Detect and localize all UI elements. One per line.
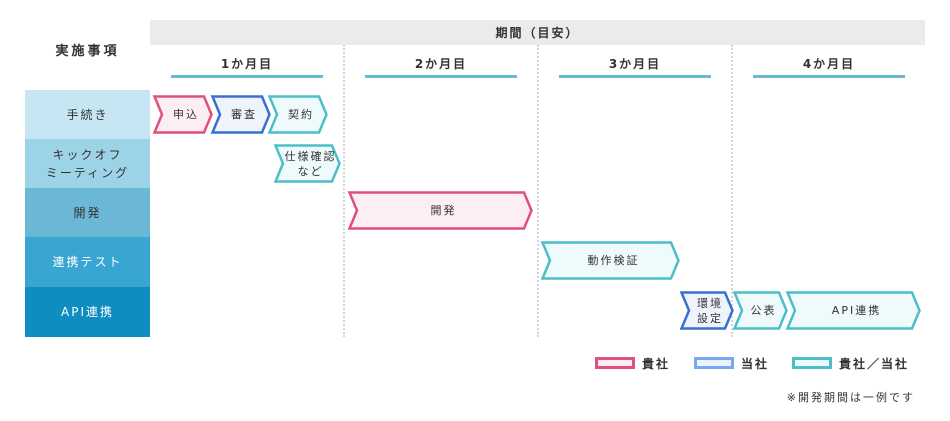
bar-label: 申込	[173, 108, 199, 121]
legend-swatch-client	[595, 357, 635, 369]
chevron-shape	[347, 191, 533, 230]
month-1-label: 1か月目	[220, 57, 274, 71]
bar-contract: 契約	[267, 95, 328, 134]
chevron-shape	[267, 95, 328, 134]
month-4-underline	[753, 75, 905, 78]
chevron-shape	[679, 291, 734, 330]
chevron-shape	[785, 291, 921, 330]
month-divider	[731, 45, 733, 337]
footnote: ※開発期間は一例です	[786, 391, 915, 404]
row-label: API連携	[61, 305, 114, 319]
month-2-label: 2か月目	[414, 57, 468, 71]
month-1-underline	[171, 75, 323, 78]
bar-application: 申込	[152, 95, 213, 134]
month-divider	[537, 45, 539, 337]
month-divider	[343, 45, 345, 337]
chevron-shape	[152, 95, 213, 134]
chevron-shape	[732, 291, 788, 330]
bar-label: 公表	[750, 304, 777, 317]
chevron-shape	[210, 95, 271, 134]
bar-operation-check: 動作検証	[540, 241, 680, 280]
row-procedures: 手続き	[25, 90, 150, 139]
legend-swatch-both	[792, 357, 832, 369]
bar-spec-confirmation: 仕様確認 など	[273, 144, 341, 183]
row-api-integration: API連携	[25, 287, 150, 337]
legend-label-us: 当社	[741, 357, 770, 371]
row-kickoff: キックオフ ミーティング	[25, 139, 150, 188]
legend-swatch-us	[694, 357, 734, 369]
bar-label: 動作検証	[587, 254, 640, 267]
chevron-shape	[273, 144, 341, 183]
chevron-shape	[540, 241, 680, 280]
month-3-label: 3か月目	[608, 57, 662, 71]
row-label: 手続き	[66, 107, 109, 122]
bar-label: 開発	[430, 204, 457, 217]
row-label: 連携テスト	[52, 255, 123, 269]
row-development: 開発	[25, 188, 150, 237]
bar-label: 仕様確認 など	[284, 149, 337, 178]
row-label: 開発	[73, 205, 102, 220]
month-3-underline	[559, 75, 711, 78]
bar-label: 審査	[231, 108, 257, 121]
bar-review: 審査	[210, 95, 271, 134]
row-integration-test: 連携テスト	[25, 237, 150, 287]
bar-development: 開発	[347, 191, 533, 230]
bar-environment-setup: 環境 設定	[679, 291, 734, 330]
bar-api-integration: API連携	[785, 291, 921, 330]
bar-label: API連携	[831, 304, 882, 317]
legend-label-client: 貴社	[642, 357, 671, 371]
bar-release: 公表	[732, 291, 788, 330]
tasks-header: 実施事項	[55, 44, 120, 59]
period-header: 期間（目安）	[150, 20, 925, 45]
bar-label: 環境 設定	[697, 296, 723, 325]
legend-label-both: 貴社／当社	[839, 357, 910, 371]
bar-label: 契約	[288, 108, 314, 121]
row-label: キックオフ ミーティング	[45, 147, 130, 180]
month-2-underline	[365, 75, 517, 78]
month-4-label: 4か月目	[802, 57, 856, 71]
